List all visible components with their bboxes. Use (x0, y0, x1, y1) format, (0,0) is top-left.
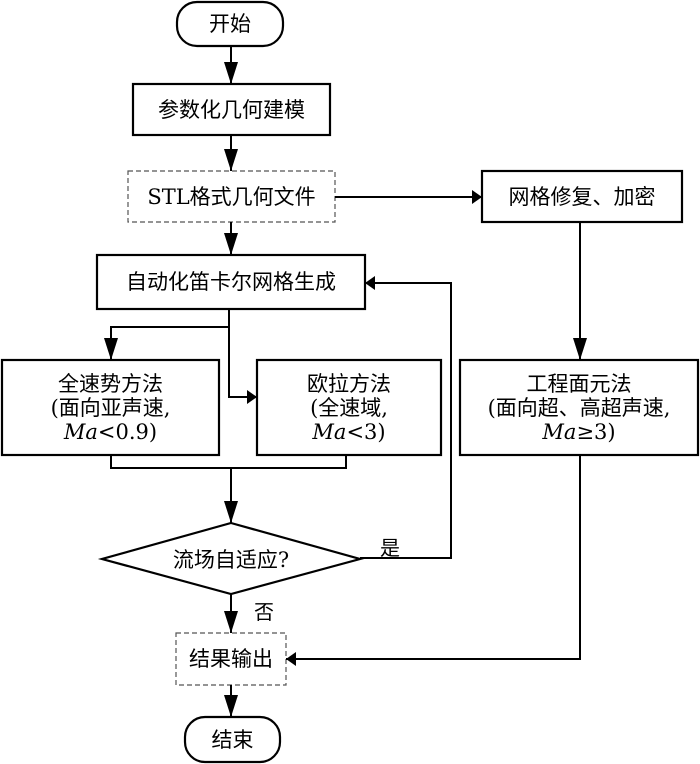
mach-range: <0.9) (97, 419, 158, 444)
end-node (183, 715, 282, 764)
param-modeling-text: 参数化几何建模 (158, 97, 305, 122)
full-potential-subtitle: (面向亚声速, (50, 395, 171, 420)
panel-method-mach: Ma≥3) (542, 420, 615, 444)
adaptive-label: 流场自适应? (102, 540, 360, 580)
mach-symbol: Ma (542, 419, 577, 444)
edge-label-yes: 是 (380, 536, 400, 560)
end-label: 结束 (185, 717, 280, 762)
euler-title: 欧拉方法 (307, 371, 391, 396)
edge-cartesian-to-full-potential (104, 309, 230, 360)
output-label: 结果输出 (176, 633, 286, 685)
panel-method-subtitle: (面向超、高超声速, (487, 395, 671, 420)
cartesian-mesh-label: 自动化笛卡尔网格生成 (97, 255, 365, 309)
param-modeling-label: 参数化几何建模 (133, 84, 330, 135)
stl-file-text: STL格式几何文件 (147, 184, 316, 209)
end-text: 结束 (211, 727, 254, 752)
adaptive-text: 流场自适应? (172, 548, 290, 572)
euler-mach: Ma<3) (312, 420, 385, 444)
panel-method-node (458, 358, 700, 457)
mach-range: <3) (346, 419, 386, 444)
euler-subtitle: (全速域, (310, 395, 388, 420)
start-text: 开始 (209, 12, 251, 36)
full-potential-title: 全速势方法 (58, 371, 163, 396)
param-modeling-node (131, 82, 332, 137)
euler-label: 欧拉方法 (全速域, Ma<3) (257, 362, 441, 453)
mach-range: ≥3) (576, 419, 616, 444)
full-potential-mach: Ma<0.9) (64, 420, 157, 444)
full-potential-label: 全速势方法 (面向亚声速, Ma<0.9) (2, 362, 219, 453)
mach-symbol: Ma (312, 419, 347, 444)
mesh-repair-label: 网格修复、加密 (482, 171, 682, 222)
stl-file-label: STL格式几何文件 (128, 171, 335, 222)
output-text: 结果输出 (189, 647, 273, 671)
cartesian-mesh-node (95, 253, 367, 311)
start-label: 开始 (177, 2, 283, 46)
edge-methods-merge (110, 455, 347, 469)
euler-node (255, 358, 443, 457)
edge-label-no: 否 (254, 600, 274, 624)
mesh-repair-node (480, 169, 684, 224)
cartesian-mesh-text: 自动化笛卡尔网格生成 (126, 270, 336, 294)
edge-adaptive-yes-loop (360, 276, 452, 559)
edge-cartesian-to-euler (228, 327, 257, 404)
panel-method-title: 工程面元法 (526, 371, 632, 396)
mach-symbol: Ma (63, 419, 98, 444)
mesh-repair-text: 网格修复、加密 (508, 184, 656, 209)
edge-panel-to-output (286, 455, 581, 666)
panel-method-label: 工程面元法 (面向超、高超声速, Ma≥3) (460, 362, 698, 453)
full-potential-node (0, 358, 221, 457)
